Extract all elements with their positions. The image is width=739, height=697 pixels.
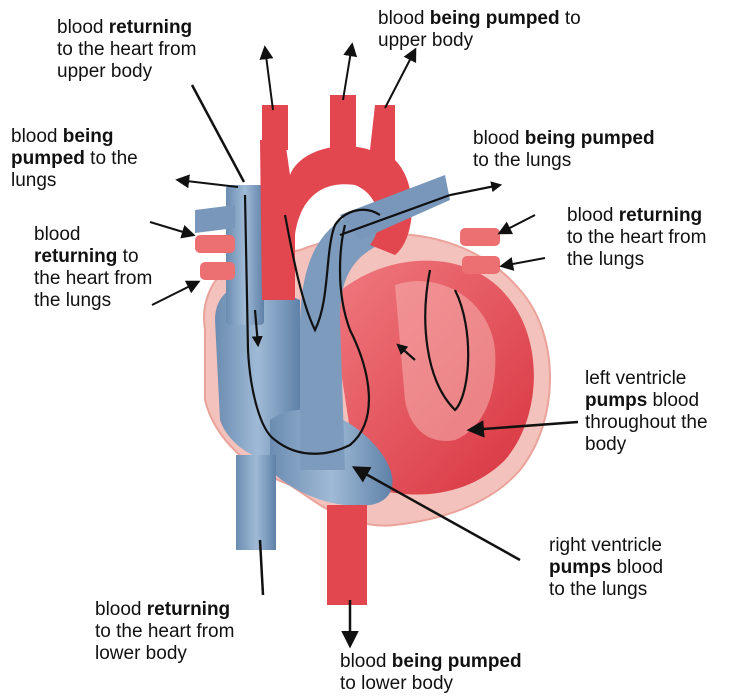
label-text: blood bbox=[57, 17, 109, 38]
label-line: the heart from bbox=[34, 268, 152, 290]
arrow-upper-return bbox=[192, 85, 244, 182]
label-line: the lungs bbox=[34, 290, 152, 312]
label-bold-text: pumped bbox=[11, 148, 85, 169]
arrow-up-mid bbox=[343, 45, 352, 100]
aorta-branch-mid bbox=[330, 95, 356, 150]
label-line: upper body bbox=[378, 30, 581, 52]
label-line: blood being pumped bbox=[473, 128, 655, 150]
label-line: to the heart from bbox=[567, 227, 706, 249]
label-line: pumped to the bbox=[11, 148, 138, 170]
label-text: blood bbox=[11, 126, 63, 147]
label-line: blood bbox=[34, 224, 152, 246]
label-text: to the bbox=[85, 148, 138, 169]
label-bold-text: being pumped bbox=[525, 128, 655, 149]
label-line: to lower body bbox=[340, 673, 522, 695]
label-text: to the heart from bbox=[95, 621, 234, 642]
label-line: blood being pumped bbox=[340, 651, 522, 673]
label-line: blood returning bbox=[95, 599, 234, 621]
label-line: blood returning bbox=[567, 205, 706, 227]
pulmonary-vein-right-2 bbox=[462, 256, 500, 274]
arrow-from-lungs-left-2 bbox=[152, 282, 198, 305]
label-text: to lower body bbox=[340, 673, 453, 694]
label-line: to the heart from bbox=[95, 621, 234, 643]
label-line: to the lungs bbox=[549, 579, 663, 601]
label-text: blood bbox=[378, 8, 430, 29]
arrow-up-left bbox=[265, 48, 273, 110]
label-text: the lungs bbox=[567, 249, 644, 270]
label-text: blood bbox=[473, 128, 525, 149]
label-line: to the heart from bbox=[57, 39, 196, 61]
arrow-from-lungs-left-1 bbox=[150, 222, 193, 235]
label-line: blood being bbox=[11, 126, 138, 148]
label-text: to the lungs bbox=[473, 150, 571, 171]
label-line: pumps blood bbox=[585, 390, 708, 412]
label-text: blood bbox=[340, 651, 392, 672]
arrow-from-lungs-right-2 bbox=[502, 258, 545, 266]
label-text: to the heart from bbox=[567, 227, 706, 248]
label-line: the lungs bbox=[567, 249, 706, 271]
label-bold-text: returning bbox=[109, 17, 192, 38]
label-bold-text: returning bbox=[34, 246, 117, 267]
label-text: to bbox=[560, 8, 581, 29]
label-text: to the heart from bbox=[57, 39, 196, 60]
label-text: upper body bbox=[378, 30, 473, 51]
label-text: to bbox=[117, 246, 138, 267]
label-bold-text: returning bbox=[619, 205, 702, 226]
inferior-vena-cava bbox=[236, 455, 276, 550]
pulmonary-vein-left-1 bbox=[195, 235, 235, 253]
label-line: left ventricle bbox=[585, 368, 708, 390]
label-text: blood bbox=[34, 224, 81, 245]
label-text: blood bbox=[567, 205, 619, 226]
aorta-branch-left bbox=[262, 105, 288, 150]
arrow-to-lungs-left bbox=[178, 180, 238, 187]
label-text: blood bbox=[95, 599, 147, 620]
label-text: lower body bbox=[95, 643, 187, 664]
label-text: lungs bbox=[11, 170, 56, 191]
label-text: upper body bbox=[57, 61, 152, 82]
label-bold-text: being pumped bbox=[430, 8, 560, 29]
descending-aorta bbox=[327, 505, 367, 605]
label-text: body bbox=[585, 434, 626, 455]
label-text: blood bbox=[611, 557, 663, 578]
label-bold-text: returning bbox=[147, 599, 230, 620]
arrow-from-lungs-right-1 bbox=[500, 215, 535, 233]
label-text: to the lungs bbox=[549, 579, 647, 600]
label-line: right ventricle bbox=[549, 535, 663, 557]
label-text: the lungs bbox=[34, 290, 111, 311]
pulmonary-vein-right-1 bbox=[460, 228, 500, 246]
label-bold-text: pumps bbox=[585, 390, 647, 411]
label-line: lungs bbox=[11, 170, 138, 192]
label-line: body bbox=[585, 434, 708, 456]
label-line: returning to bbox=[34, 246, 152, 268]
label-line: to the lungs bbox=[473, 150, 655, 172]
label-bold-text: being bbox=[63, 126, 114, 147]
label-line: blood returning bbox=[57, 17, 196, 39]
label-text: left ventricle bbox=[585, 368, 686, 389]
label-line: throughout the bbox=[585, 412, 708, 434]
label-text: the heart from bbox=[34, 268, 152, 289]
arrow-up-right bbox=[385, 50, 415, 108]
label-bold-text: pumps bbox=[549, 557, 611, 578]
label-line: pumps blood bbox=[549, 557, 663, 579]
label-text: right ventricle bbox=[549, 535, 662, 556]
label-line: blood being pumped to bbox=[378, 8, 581, 30]
label-bold-text: being pumped bbox=[392, 651, 522, 672]
label-line: upper body bbox=[57, 61, 196, 83]
label-line: lower body bbox=[95, 643, 234, 665]
pulmonary-vein-left-2 bbox=[200, 262, 235, 280]
label-text: throughout the bbox=[585, 412, 708, 433]
label-text: blood bbox=[647, 390, 699, 411]
